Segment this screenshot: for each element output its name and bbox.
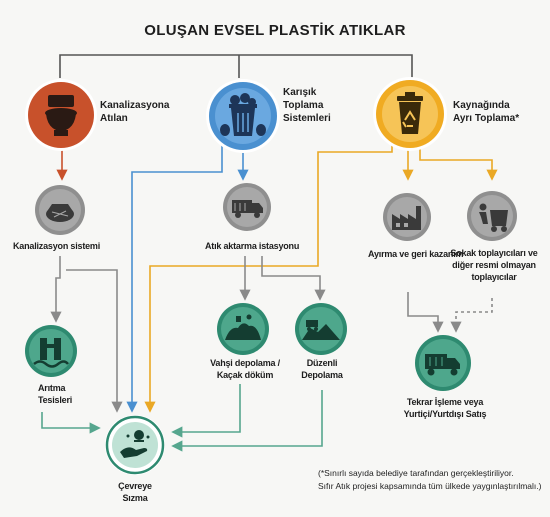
truck-icon	[223, 183, 271, 231]
source-sewer-label-2: Atılan	[100, 113, 128, 124]
transfer-station-label: Atık aktarma istasyonu	[205, 241, 300, 251]
footnote: (*Sınırlı sayıda belediye tarafından ger…	[318, 467, 541, 493]
landfill-label-2: Depolama	[301, 370, 343, 380]
leakage-hand-icon	[105, 415, 165, 475]
wild-dumping-label-1: Vahşi depolama /	[210, 358, 280, 368]
landfill-icon	[295, 303, 347, 355]
recycling-label-2: Yurtiçi/Yurtdışı Satış	[403, 409, 487, 419]
landfill-label-1: Düzenli	[306, 358, 338, 368]
street-collectors-label-1: Sokak toplayıcıları ve	[450, 248, 538, 258]
street-collectors-label-3: toplayıcılar	[471, 272, 517, 282]
sorting-recovery-label: Ayırma ve geri kazanım	[368, 249, 464, 259]
source-separate-label-2: Ayrı Toplama*	[453, 113, 520, 124]
source-separate-label-1: Kaynağında	[453, 100, 510, 111]
leakage-label-1: Çevreye	[118, 481, 152, 491]
diagram-title: OLUŞAN EVSEL PLASTİK ATIKLAR	[144, 22, 406, 39]
recycling-label-1: Tekrar İşleme veya	[406, 397, 484, 407]
sewer-system-label: Kanalizasyon sistemi	[13, 241, 101, 251]
footnote-line-1: (*Sınırlı sayıda belediye tarafından ger…	[318, 468, 514, 478]
recycling-truck-icon	[415, 335, 471, 391]
street-collectors-label-2: diğer resmi olmayan	[452, 260, 536, 270]
toilet-icon	[25, 79, 97, 151]
treatment-label-2: Tesisleri	[38, 395, 73, 405]
factory-icon	[383, 193, 431, 241]
treatment-label-1: Arıtma	[38, 383, 66, 393]
source-mixed-label-3: Sistemleri	[283, 113, 331, 124]
footnote-line-2: Sıfır Atık projesi kapsamında tüm ülkede…	[318, 481, 542, 491]
dump-pile-icon	[217, 303, 269, 355]
source-mixed-label-1: Karışık	[283, 87, 317, 98]
garbage-bin-icon	[206, 79, 280, 153]
source-sewer-label-1: Kanalizasyona	[100, 100, 170, 111]
recycle-bin-icon	[373, 77, 447, 151]
manhole-icon	[35, 185, 85, 235]
source-mixed-label-2: Toplama	[283, 100, 324, 111]
wild-dumping-label-2: Kaçak döküm	[216, 370, 274, 380]
leakage-label-2: Sızma	[122, 493, 148, 503]
treatment-plant-icon	[25, 325, 77, 377]
collector-cart-icon	[467, 191, 517, 241]
